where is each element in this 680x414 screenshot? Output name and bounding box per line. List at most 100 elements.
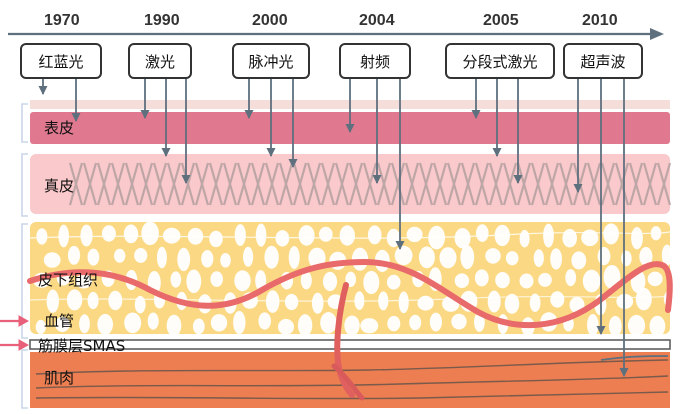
fat-cell <box>339 225 355 246</box>
fat-cell <box>505 251 519 266</box>
fat-cell <box>386 274 401 290</box>
fat-cell <box>354 291 365 311</box>
fat-cell <box>378 291 389 311</box>
fat-cell <box>635 287 652 311</box>
arrowhead-icon <box>596 326 606 335</box>
tech-box-pulsed-light: 脉冲光 <box>232 43 310 79</box>
fat-cell <box>278 318 294 334</box>
fat-cell <box>603 265 621 289</box>
collagen-fiber <box>586 162 602 206</box>
arrowhead-icon <box>71 113 81 122</box>
collagen-fiber <box>166 162 182 206</box>
fat-cell <box>485 248 501 264</box>
collagen-fiber <box>124 162 140 206</box>
arrowhead-icon <box>140 110 150 119</box>
collagen-fiber <box>614 162 630 206</box>
fat-cell <box>562 228 577 248</box>
collagen-fiber <box>236 162 252 206</box>
collagen-fiber <box>488 162 504 206</box>
fat-cell <box>454 228 471 249</box>
fat-cell <box>398 291 409 314</box>
fat-cell <box>46 289 59 313</box>
fat-cell <box>519 229 530 248</box>
fat-cell <box>80 224 93 247</box>
fat-cell <box>265 290 280 313</box>
collagen-fiber <box>152 162 168 206</box>
arrowhead-icon <box>573 184 583 193</box>
blood-vessel-branch-end <box>331 363 365 401</box>
arrowhead-icon <box>372 175 382 184</box>
fat-cell <box>533 249 544 267</box>
tech-box-laser: 激光 <box>128 43 192 79</box>
fat-cell <box>649 315 666 334</box>
collagen-fiber <box>418 162 434 206</box>
collagen-fiber <box>348 162 364 206</box>
fat-cell <box>177 247 191 272</box>
fat-cell <box>156 246 167 269</box>
fat-cell <box>284 293 299 311</box>
tech-box-ultrasound: 超声波 <box>563 43 643 79</box>
fat-cell <box>233 310 246 334</box>
technology-boxes: 红蓝光 激光 脉冲光 射频 分段式激光 超声波 <box>20 43 643 79</box>
fat-cell <box>650 226 662 241</box>
collagen-fiber <box>600 162 616 206</box>
fat-cell <box>108 290 123 311</box>
fat-cell <box>66 289 83 311</box>
epidermis-label: 表皮 <box>44 119 74 137</box>
fat-cell <box>603 223 619 245</box>
fat-cell <box>58 224 69 248</box>
collagen-fiber <box>320 162 336 206</box>
arrowhead-icon <box>244 110 254 119</box>
collagen-fiber <box>390 162 406 206</box>
arrowhead-icon <box>492 148 502 157</box>
fat-cell <box>319 226 333 242</box>
year-label-1990: 1990 <box>144 12 180 29</box>
collagen-fiber <box>180 162 196 206</box>
fat-cell <box>192 318 205 334</box>
tech-box-red-blue-light: 红蓝光 <box>20 43 102 79</box>
fat-cell <box>134 295 146 314</box>
fat-cell <box>320 312 337 334</box>
fat-cell <box>87 248 100 266</box>
fat-cell <box>220 252 231 268</box>
tech-label-ultrasound: 超声波 <box>580 53 625 71</box>
fat-cell <box>409 314 422 331</box>
muscle-fibers <box>35 359 669 400</box>
fat-cell <box>79 314 90 334</box>
arrowhead-icon <box>345 124 355 133</box>
fat-cell <box>565 269 577 287</box>
fat-cell <box>264 245 279 269</box>
fat-cell <box>170 271 182 288</box>
fat-cell <box>529 293 541 312</box>
fat-cell <box>608 315 622 334</box>
collagen-fiber <box>544 162 560 206</box>
fat-cell <box>571 251 587 270</box>
fat-cell <box>141 222 159 246</box>
fat-cell <box>474 269 489 287</box>
collagen-fiber <box>334 162 350 206</box>
arrowhead-icon <box>513 175 523 184</box>
fat-cell <box>322 271 338 292</box>
fat-cell <box>166 314 182 334</box>
fat-cell <box>311 292 324 314</box>
collagen-fiber <box>250 162 266 206</box>
fat-cell <box>429 312 442 332</box>
collagen-fiber <box>306 162 322 206</box>
fat-cell <box>67 245 81 265</box>
vessel-pointer-arrow-icon <box>18 315 30 327</box>
fat-cell <box>639 247 653 266</box>
collagen-fiber <box>460 162 476 206</box>
arrowhead-icon <box>395 241 405 250</box>
fat-cell <box>210 314 228 332</box>
collagen-fiber <box>278 162 294 206</box>
fat-cell <box>631 227 643 250</box>
fat-cell <box>406 226 423 243</box>
collagen-fiber <box>264 162 280 206</box>
collagen-fiber <box>110 162 126 206</box>
fat-cell <box>162 227 181 244</box>
collagen-fiber <box>404 162 420 206</box>
fat-cell <box>124 312 142 334</box>
tech-label-red-blue-light: 红蓝光 <box>38 53 83 71</box>
fat-cell <box>439 247 457 269</box>
